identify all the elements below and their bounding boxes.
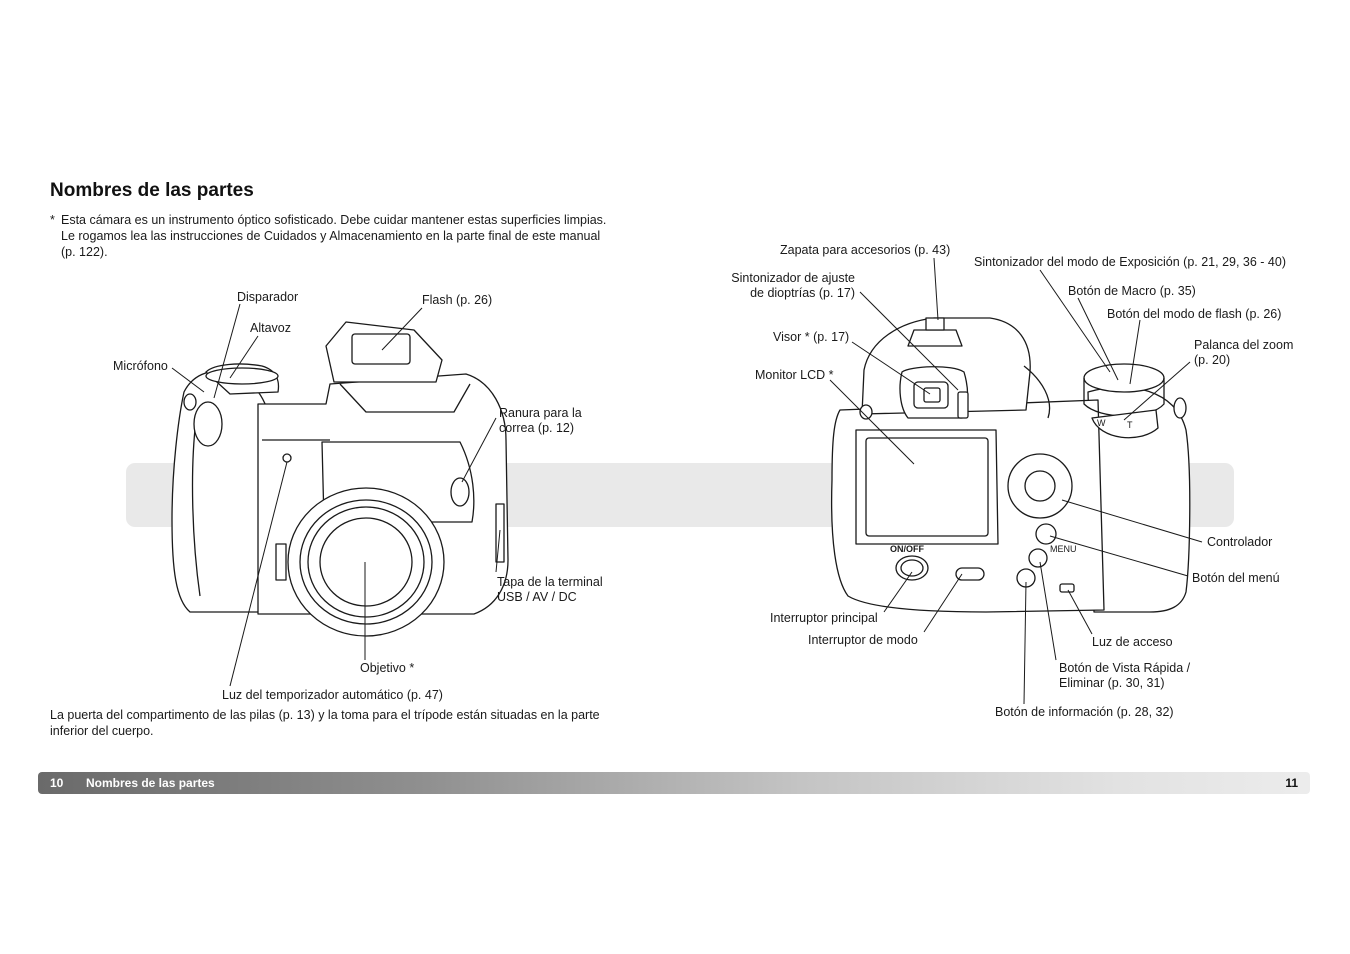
label-visor: Visor * (p. 17) bbox=[773, 330, 850, 344]
note-text: Esta cámara es un instrumento óptico sof… bbox=[61, 213, 607, 259]
label-modo-flash: Botón del modo de flash (p. 26) bbox=[1107, 307, 1282, 321]
label-zoom: Palanca del zoom (p. 20) bbox=[1194, 338, 1294, 367]
front-camera-drawing bbox=[171, 321, 509, 637]
label-vista-rapida: Botón de Vista Rápida / Eliminar (p. 30,… bbox=[1059, 661, 1191, 690]
label-microfono: Micrófono bbox=[113, 359, 168, 373]
footer-section-title: Nombres de las partes bbox=[86, 776, 215, 790]
label-ranura: Ranura para la correa (p. 12) bbox=[499, 406, 582, 435]
label-sintonizador-ajuste: Sintonizador de ajuste de dioptrías (p. … bbox=[731, 271, 855, 300]
label-macro: Botón de Macro (p. 35) bbox=[1068, 284, 1196, 298]
page-number-left: 10 bbox=[50, 776, 64, 790]
on-off-marking: ON/OFF bbox=[890, 544, 924, 554]
label-zapata: Zapata para accesorios (p. 43) bbox=[780, 243, 951, 257]
zoom-t-marking: T bbox=[1127, 420, 1133, 430]
leader-lines bbox=[171, 257, 1203, 705]
page-title: Nombres de las partes bbox=[50, 180, 254, 201]
label-interruptor-principal: Interruptor principal bbox=[770, 611, 878, 625]
back-camera-drawing bbox=[831, 317, 1191, 613]
label-monitor: Monitor LCD * bbox=[755, 368, 834, 382]
label-modo-exposicion: Sintonizador del modo de Exposición (p. … bbox=[974, 255, 1286, 269]
note-asterisk: * bbox=[50, 213, 55, 227]
label-flash: Flash (p. 26) bbox=[422, 293, 493, 307]
label-altavoz: Altavoz bbox=[250, 321, 291, 335]
label-luz-acceso: Luz de acceso bbox=[1092, 635, 1173, 649]
label-boton-menu: Botón del menú bbox=[1192, 571, 1280, 585]
page-number-right: 11 bbox=[1285, 776, 1298, 790]
intro-note: * Esta cámara es un instrumento óptico s… bbox=[50, 212, 615, 260]
label-controlador: Controlador bbox=[1207, 535, 1273, 549]
page-footer: 10 Nombres de las partes 11 bbox=[38, 772, 1310, 794]
label-interruptor-modo: Interruptor de modo bbox=[808, 633, 918, 647]
label-objetivo: Objetivo * bbox=[360, 661, 415, 675]
bottom-note: La puerta del compartimento de las pilas… bbox=[50, 708, 600, 738]
label-disparador: Disparador bbox=[237, 290, 299, 304]
label-informacion: Botón de información (p. 28, 32) bbox=[995, 705, 1174, 719]
menu-marking: MENU bbox=[1050, 544, 1077, 554]
label-luz-temporizador: Luz del temporizador automático (p. 47) bbox=[222, 688, 443, 702]
label-tapa: Tapa de la terminal USB / AV / DC bbox=[497, 575, 603, 604]
zoom-w-marking: W bbox=[1097, 418, 1106, 428]
